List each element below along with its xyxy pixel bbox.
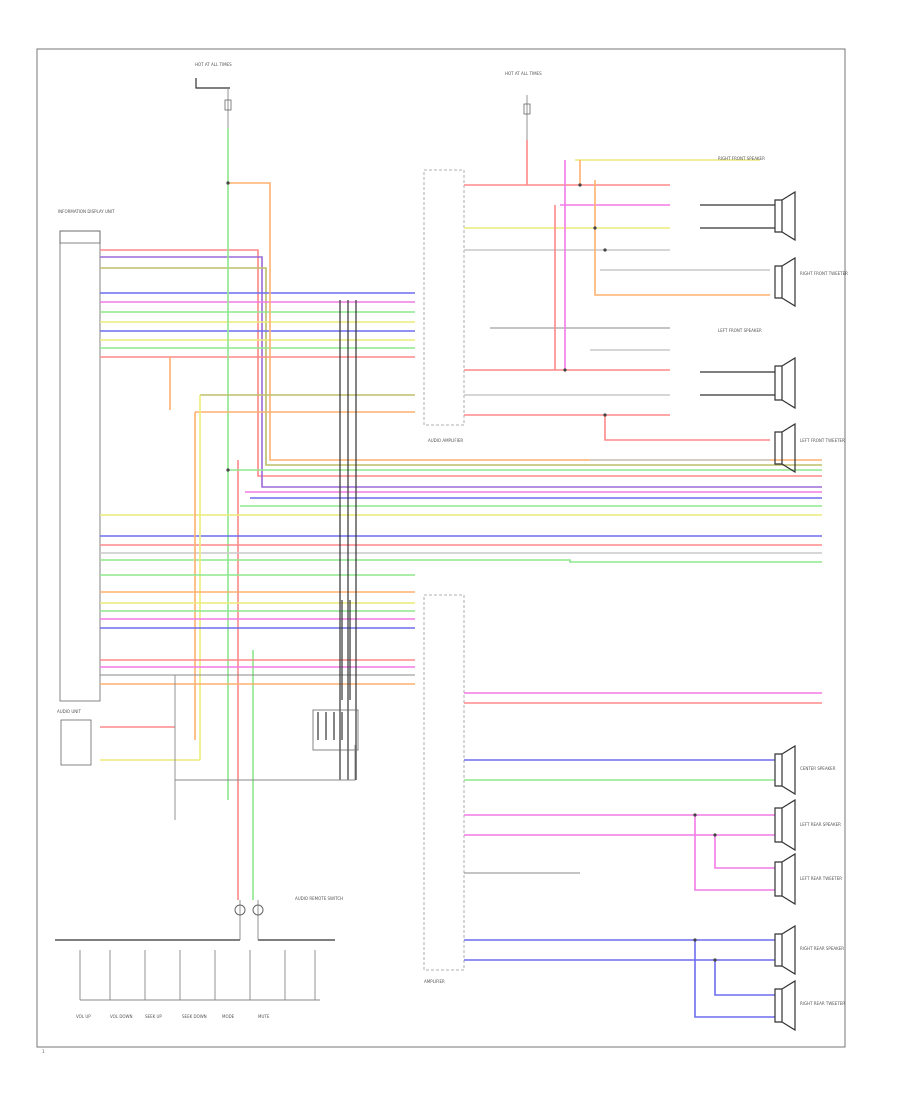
wire-rr-tweeter-2 — [714, 960, 775, 996]
lf-speaker-symbol — [774, 356, 796, 410]
information-display-unit-box — [59, 230, 101, 702]
wire-rr-tweeter-1 — [694, 940, 775, 1018]
wire-rf-tweeter-orange — [594, 180, 770, 296]
wire-rf-speaker — [700, 204, 775, 229]
steering-switch-label: AUDIO REMOTE SWITCH — [295, 896, 343, 901]
figure-number: 1 — [42, 1049, 45, 1054]
splice-dots — [226, 181, 717, 962]
switch-vol-down: VOL DOWN — [110, 1014, 133, 1019]
connector-2 — [252, 904, 264, 916]
wire-red-1 — [100, 249, 822, 477]
audio-jack-pins — [317, 712, 343, 740]
lower-amplifier-label: AMPLIFIER — [424, 979, 445, 984]
connector-1 — [234, 904, 246, 916]
switch-seek-down: SEEK DOWN — [182, 1014, 207, 1019]
diagram-frame — [36, 48, 846, 1048]
center-speaker-symbol — [774, 744, 796, 796]
wire-purple-1 — [100, 256, 822, 488]
wire-green-long — [100, 559, 822, 563]
switch-mute: MUTE — [258, 1014, 270, 1019]
switch-seek-up: SEEK UP — [145, 1014, 162, 1019]
switch-row — [79, 950, 320, 1001]
information-display-unit-label: INFORMATION DISPLAY UNIT — [58, 209, 115, 214]
lf-tweeter-label: LEFT FRONT TWEETER — [800, 438, 845, 443]
wire-lf-tweeter-red — [604, 415, 770, 441]
wire-lf-speaker — [700, 371, 775, 396]
fuse-left-bracket — [195, 78, 230, 89]
lr-tweeter-symbol — [774, 852, 796, 906]
fuse-right-symbol — [523, 103, 531, 115]
switch-feed-lines — [239, 900, 259, 940]
rr-tweeter-symbol — [774, 979, 796, 1032]
switch-vol-up: VOL UP — [76, 1014, 91, 1019]
rr-speaker-label: RIGHT REAR SPEAKER — [800, 946, 844, 951]
rf-speaker-symbol — [774, 190, 796, 242]
wire-lr-tweeter-1 — [694, 815, 775, 891]
fuse-left-label: HOT AT ALL TIMES — [195, 62, 232, 67]
right-amplifier-box — [423, 169, 465, 426]
wire-ground-bus — [175, 745, 356, 781]
fuse-left-symbol — [224, 99, 232, 111]
switch-verticals — [79, 950, 316, 1000]
rf-tweeter-label: RIGHT FRONT TWEETER — [800, 271, 848, 276]
fuse-right-label: HOT AT ALL TIMES — [505, 71, 542, 76]
switch-mode: MODE — [222, 1014, 235, 1019]
right-amplifier-label: AUDIO AMPLIFIER — [428, 438, 463, 443]
wire-lr-tweeter-2 — [714, 835, 775, 869]
lf-speaker-label: LEFT FRONT SPEAKER — [718, 328, 762, 333]
rr-tweeter-label: RIGHT REAR TWEETER — [800, 1001, 845, 1006]
lr-speaker-label: LEFT REAR SPEAKER — [800, 822, 841, 827]
rr-speaker-symbol — [774, 924, 796, 976]
center-speaker-label: CENTER SPEAKER — [800, 766, 836, 771]
audio-unit-label: AUDIO UNIT — [57, 709, 81, 714]
lower-amplifier-box — [423, 594, 465, 971]
audio-jack-box — [312, 709, 359, 751]
lf-tweeter-symbol — [774, 422, 796, 474]
lr-speaker-symbol — [774, 798, 796, 852]
wire-olive-1 — [100, 267, 822, 466]
lr-tweeter-label: LEFT REAR TWEETER — [800, 876, 842, 881]
rf-tweeter-symbol — [774, 256, 796, 308]
audio-unit-box — [60, 719, 92, 766]
wire-orange-vertical — [228, 182, 822, 461]
information-display-unit-header — [59, 230, 101, 244]
rf-speaker-label: RIGHT FRONT SPEAKER — [718, 156, 765, 161]
shield-wire-segments — [341, 600, 351, 700]
